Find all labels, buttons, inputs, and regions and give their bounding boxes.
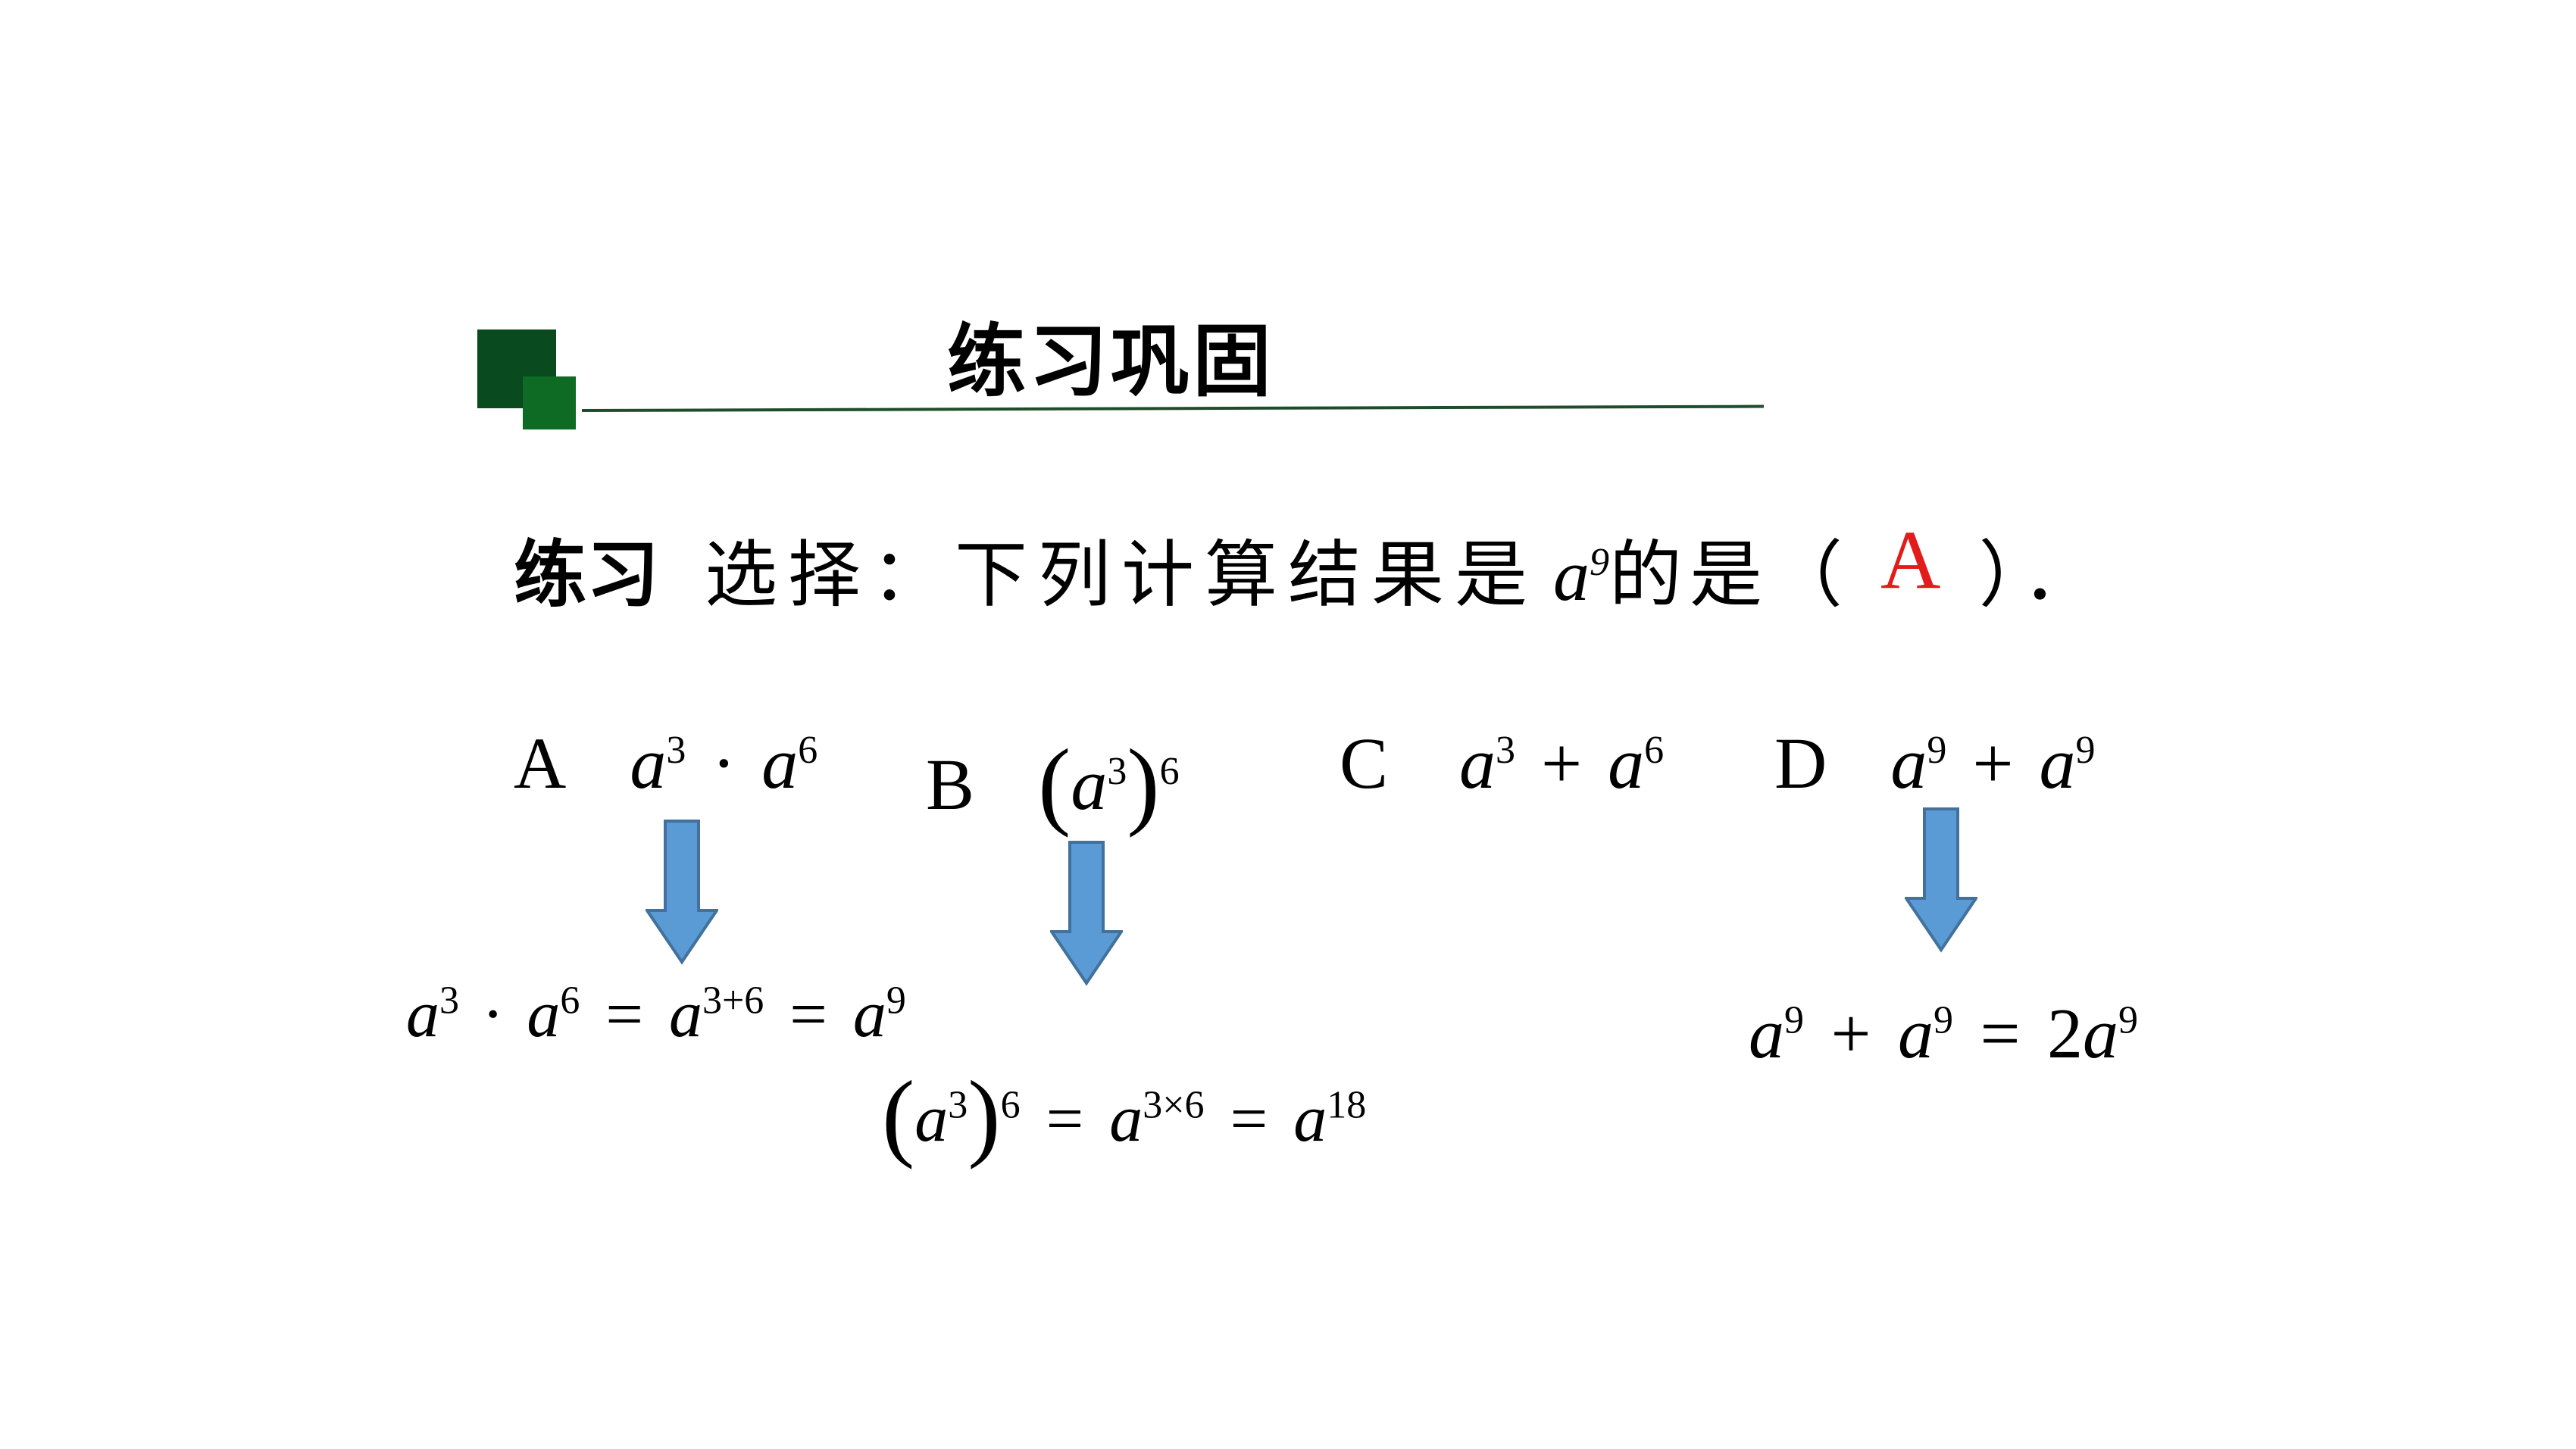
option-c-exp2: 6 <box>1644 729 1665 772</box>
option-d-base1: a <box>1890 723 1927 804</box>
option-d-base2: a <box>2039 723 2076 804</box>
result-b-exp-inner: 3 <box>948 1083 968 1127</box>
page-title: 练习巩固 <box>947 315 1275 408</box>
arrow-down-icon-a <box>646 820 718 965</box>
result-d-exp2: 9 <box>1934 998 1954 1042</box>
option-a-exp1: 3 <box>666 729 686 772</box>
option-a-base2: a <box>761 723 799 804</box>
question-tail-open: 的是（ <box>1609 532 1850 617</box>
option-c-op: + <box>1541 723 1583 804</box>
option-c: C a3 + a6 <box>1340 727 1664 800</box>
result-a-base3: a <box>668 978 702 1051</box>
result-d-coefficient: 2 <box>2047 995 2084 1073</box>
result-a-base2: a <box>527 978 561 1051</box>
result-a-exp2: 6 <box>560 979 580 1023</box>
result-d: a9 + a9 = 2a9 <box>1749 998 2138 1070</box>
result-a-exp3: 3+6 <box>702 979 764 1023</box>
question-prompt: 选择：下列计算结果是 <box>705 532 1538 617</box>
option-b-exp-inner: 3 <box>1107 750 1127 793</box>
question-tail-close: ）． <box>1978 532 2103 617</box>
option-b-lparen: ( <box>1038 729 1071 838</box>
result-b-base4: a <box>1293 1082 1327 1156</box>
arrow-down-icon-d <box>1905 807 1977 953</box>
result-a-equals1: = <box>605 978 643 1051</box>
result-d-equals: = <box>1980 995 2021 1073</box>
question-label: 练习 <box>514 532 659 617</box>
option-b-exp-outer: 6 <box>1159 750 1180 793</box>
result-b-base3: a <box>1109 1082 1143 1156</box>
arrow-down-icon-b <box>1050 841 1123 986</box>
result-b-exp4: 18 <box>1327 1083 1367 1127</box>
result-d-base1: a <box>1749 995 1784 1073</box>
result-a-exp4: 9 <box>886 979 906 1023</box>
result-a-base1: a <box>406 978 439 1051</box>
result-d-exp1: 9 <box>1784 998 1804 1042</box>
result-b-exp-outer: 6 <box>1000 1083 1021 1127</box>
result-d-op: + <box>1830 995 1871 1073</box>
option-b-base: a <box>1071 744 1108 825</box>
option-d: D a9 + a9 <box>1774 727 2095 800</box>
option-c-base1: a <box>1459 723 1496 804</box>
result-d-base3: a <box>2083 995 2119 1073</box>
option-b-rparen: ) <box>1127 729 1160 838</box>
question-line: 练习 选择：下列计算结果是 a9 的是（ A ）． <box>514 518 2103 617</box>
option-b: B (a3)6 <box>926 727 1180 833</box>
answer-choice: A <box>1880 514 1941 606</box>
option-d-letter: D <box>1774 723 1827 804</box>
header-square-light <box>523 376 576 429</box>
question-target: a9 <box>1553 535 1609 616</box>
option-d-exp2: 9 <box>2075 729 2096 772</box>
option-a: A a3 · a6 <box>514 727 818 800</box>
result-b: (a3)6 = a3×6 = a18 <box>882 1059 1367 1165</box>
result-a-equals2: = <box>789 978 827 1051</box>
option-c-base2: a <box>1608 723 1645 804</box>
option-a-exp2: 6 <box>798 729 818 772</box>
option-a-op: · <box>711 723 736 804</box>
result-b-equals1: = <box>1046 1082 1084 1156</box>
result-a-op: · <box>482 978 505 1051</box>
option-a-letter: A <box>514 723 567 804</box>
result-a-exp1: 3 <box>439 979 459 1023</box>
result-d-base2: a <box>1898 995 1934 1073</box>
option-c-exp1: 3 <box>1496 729 1516 772</box>
result-d-exp3: 9 <box>2118 998 2139 1042</box>
result-b-base1: a <box>914 1082 949 1156</box>
option-a-base1: a <box>630 723 667 804</box>
option-b-letter: B <box>926 744 975 825</box>
result-b-exp3: 3×6 <box>1143 1083 1205 1127</box>
option-c-letter: C <box>1340 723 1389 804</box>
option-d-op: + <box>1972 723 2014 804</box>
result-b-equals2: = <box>1230 1082 1268 1156</box>
option-d-exp1: 9 <box>1927 729 1947 772</box>
result-b-rparen: ) <box>968 1061 1001 1170</box>
result-a: a3 · a6 = a3+6 = a9 <box>406 979 906 1048</box>
result-b-lparen: ( <box>882 1061 915 1170</box>
result-a-base4: a <box>852 978 886 1051</box>
